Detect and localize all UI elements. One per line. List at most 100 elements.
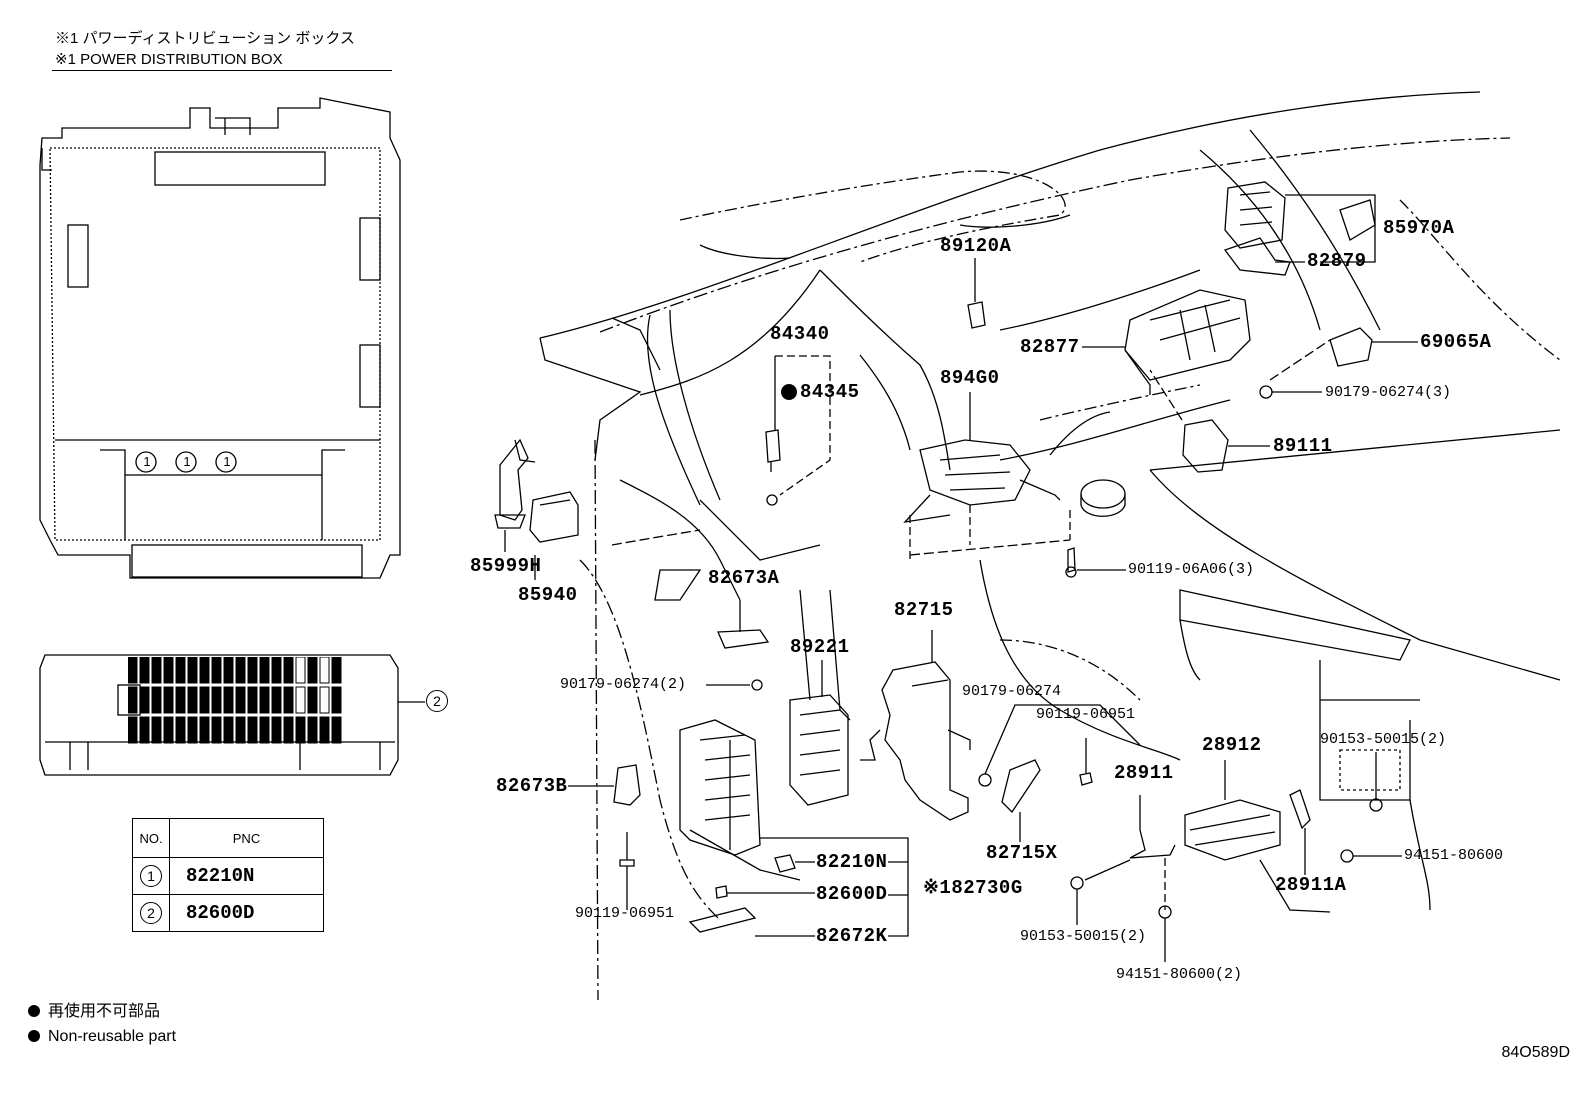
non-reusable-marker-84345 [781, 384, 797, 400]
fuse-slot [331, 657, 342, 684]
component-82672k [688, 907, 815, 937]
label-28911a: 28911A [1275, 874, 1347, 896]
fuse-slot [175, 686, 186, 714]
diagram-reference-code: 84O589D [1501, 1044, 1571, 1061]
component-90119-06951-right [1079, 738, 1093, 786]
table-row: 1 82210N [132, 857, 324, 895]
label-94151-80600-2: 94151-80600(2) [1116, 966, 1243, 983]
fuse-slot [271, 686, 282, 714]
fuse-slot [211, 657, 222, 684]
fuse-slot [235, 657, 246, 684]
fuse-slot [295, 657, 306, 684]
component-90153-50015-right [1369, 752, 1383, 812]
fuse-slot [331, 686, 342, 714]
label-89221: 89221 [790, 636, 850, 658]
fuse-slot [223, 686, 234, 714]
label-90119-06951-right: 90119-06951 [1036, 706, 1136, 723]
fuse-slot [211, 716, 222, 744]
fuse-slot [175, 657, 186, 684]
pdb-marker-1b: 1 [183, 454, 191, 469]
fuse-slot [319, 716, 330, 744]
fuse-slot [307, 657, 318, 684]
fuse-slot [283, 716, 294, 744]
component-90119-06a06 [1065, 547, 1126, 578]
component-89111 [1149, 369, 1270, 473]
title-en: ※1 POWER DISTRIBUTION BOX [55, 51, 283, 68]
fuse-slot [128, 716, 138, 744]
fuse-slot [259, 716, 270, 744]
label-82210n: 82210N [816, 851, 888, 873]
bullet-dot-icon [28, 1030, 40, 1042]
fuse-slot [223, 716, 234, 744]
fuse-slot [307, 716, 318, 744]
fuse-slot [211, 686, 222, 714]
note-jp: 再使用不可部品 [28, 1003, 160, 1021]
label-90179-06274-3: 90179-06274(3) [1325, 384, 1452, 401]
component-84340-84345 [765, 355, 831, 506]
component-82600d [715, 885, 815, 899]
fuse-slot [319, 686, 330, 714]
label-82715: 82715 [894, 599, 954, 621]
label-894g0: 894G0 [940, 367, 1000, 389]
component-94151-80600-2 [1158, 905, 1172, 962]
table-row: 2 82600D [132, 894, 324, 932]
component-82715x [1001, 759, 1041, 842]
component-85970a [1224, 181, 1376, 263]
label-82673a: 82673A [708, 567, 780, 589]
fuse-slot [199, 657, 210, 684]
bullet-dot-icon [28, 1005, 40, 1017]
label-82877: 82877 [1020, 336, 1080, 358]
label-90119-06a06-3: 90119-06A06(3) [1128, 561, 1255, 578]
label-82730g: ※182730G [923, 877, 1023, 899]
label-82600d: 82600D [816, 883, 888, 905]
note-en: Non-reusable part [28, 1028, 176, 1046]
pdb-marker-2-circle: 2 [426, 690, 448, 712]
pdb-marker-2: 2 [426, 690, 448, 712]
fuse-slot [271, 716, 282, 744]
component-89221 [789, 660, 849, 806]
label-85970a: 85970A [1383, 217, 1455, 239]
row-pnc: 82210N [169, 857, 324, 895]
note-jp-text: 再使用不可部品 [48, 1003, 161, 1020]
label-28912: 28912 [1202, 734, 1262, 756]
component-894g0 [903, 392, 1126, 560]
component-89120a [967, 258, 986, 329]
row-no: 1 [140, 865, 162, 887]
fuse-slot [199, 716, 210, 744]
fuse-slot [187, 716, 198, 744]
component-85940 [529, 491, 579, 543]
fuse-slot [283, 686, 294, 714]
component-28911 [1084, 795, 1176, 910]
row-pnc: 82600D [169, 894, 324, 932]
fuse-slot [247, 686, 258, 714]
title-underline [52, 70, 392, 71]
component-90179-06274-3 [1259, 385, 1322, 399]
label-82672k: 82672K [816, 925, 888, 947]
label-84340: 84340 [770, 323, 830, 345]
fuse-grid [128, 657, 342, 744]
component-69065a [1269, 327, 1418, 381]
label-82879: 82879 [1307, 250, 1367, 272]
label-89120a: 89120A [940, 235, 1012, 257]
component-28911a [1289, 789, 1311, 875]
fuse-slot [235, 686, 246, 714]
fuse-slot [163, 716, 174, 744]
col-no: NO. [132, 818, 170, 858]
fuse-slot [139, 686, 150, 714]
leader-lines-misc [504, 530, 536, 580]
component-82210n [774, 854, 815, 873]
fuse-slot [187, 686, 198, 714]
instrument-panel-outline [539, 91, 1561, 1001]
fuse-slot [271, 657, 282, 684]
power-distribution-box-top-view [39, 97, 401, 579]
component-90179-06274-small [978, 704, 1141, 787]
fuse-slot [259, 657, 270, 684]
fuse-slot [295, 716, 306, 744]
label-82715x: 82715X [986, 842, 1058, 864]
fuse-slot [199, 686, 210, 714]
fuse-slot [128, 686, 138, 714]
label-90153-50015-2-bottom: 90153-50015(2) [1020, 928, 1147, 945]
component-82715 [860, 630, 971, 821]
fuse-slot [163, 657, 174, 684]
col-pnc: PNC [169, 818, 324, 858]
